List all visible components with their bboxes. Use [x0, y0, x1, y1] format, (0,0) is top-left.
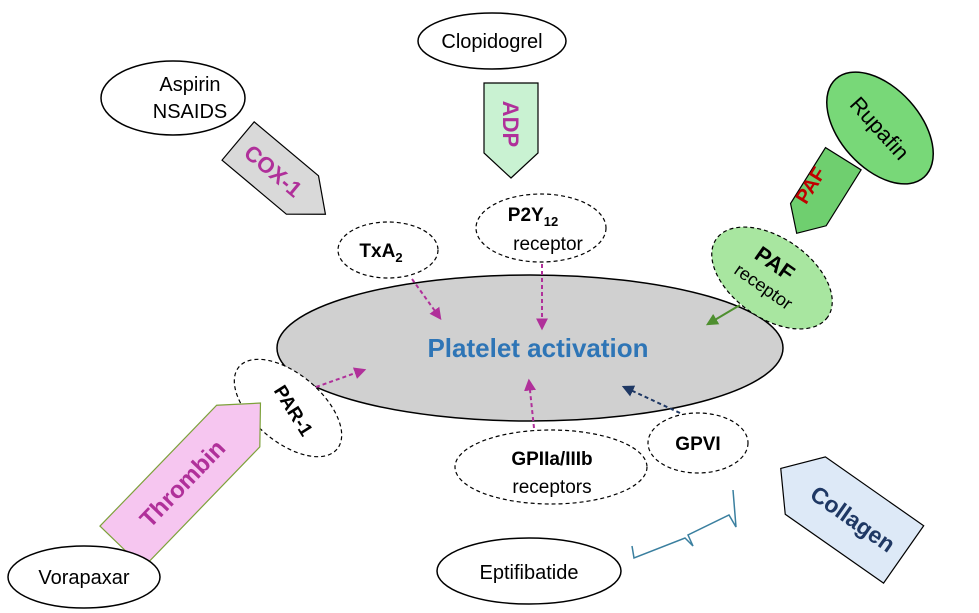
paf-receptor-ellipse: [711, 226, 833, 330]
paf-receptor-node: PAF receptor: [711, 226, 833, 330]
p2y12-label: P2Y12: [508, 205, 558, 229]
aspirin-label: Aspirin: [159, 74, 220, 96]
vorapaxar-label: Vorapaxar: [38, 567, 130, 589]
collagen-arrow: Collagen: [780, 456, 925, 584]
platelet-ellipse: [276, 274, 784, 422]
eptifibatide-bracket: [631, 489, 737, 560]
par1-node: [233, 358, 343, 458]
p2y12-sub: 12: [544, 214, 558, 229]
cox1-arrow: COX-1: [221, 121, 327, 215]
gpiib-activation-arrow: [524, 378, 536, 429]
platelet-activation-label: Platelet activation: [427, 333, 648, 363]
rupafin-ellipse: [826, 71, 934, 185]
txa2-sub: 2: [395, 250, 402, 265]
adp-label: ADP: [498, 101, 523, 147]
rupafin-node: Rupafin: [826, 71, 934, 185]
gpiib-line2: receptors: [512, 477, 591, 498]
par1-ellipse: [233, 358, 343, 458]
gpvi-ellipse: [647, 412, 749, 474]
paf-arrow: PAF: [789, 146, 862, 235]
p2y12-receptor-label: receptor: [513, 234, 583, 255]
eptifibatide-ellipse: [436, 537, 622, 605]
clopidogrel-label: Clopidogrel: [441, 31, 542, 53]
thrombin-arrow: Thrombin: [99, 402, 262, 569]
txa2-ellipse: [337, 221, 439, 279]
p2y12-base: P2Y: [508, 205, 544, 226]
par1-activation-arrow: [315, 367, 367, 388]
gpiib-ellipse: [454, 429, 648, 505]
gpvi-activation-arrow: [621, 385, 681, 414]
paf-receptor-activation-arrow: [705, 304, 741, 326]
aspirin-nsaids-ellipse: [100, 60, 246, 136]
gpvi-label: GPVI: [675, 434, 720, 455]
txa2-base: TxA: [359, 241, 395, 262]
txa2-label: TxA2: [359, 241, 402, 265]
txa2-activation-arrow: [411, 278, 442, 320]
vorapaxar-ellipse: [7, 545, 161, 609]
p2y12-ellipse: [475, 193, 607, 263]
clopidogrel-ellipse: [417, 12, 567, 70]
eptifibatide-label: Eptifibatide: [480, 562, 579, 584]
gpiib-line1: GPIIa/IIIb: [511, 449, 592, 470]
adp-arrow: ADP: [483, 82, 539, 179]
nsaids-label: NSAIDS: [153, 101, 227, 123]
